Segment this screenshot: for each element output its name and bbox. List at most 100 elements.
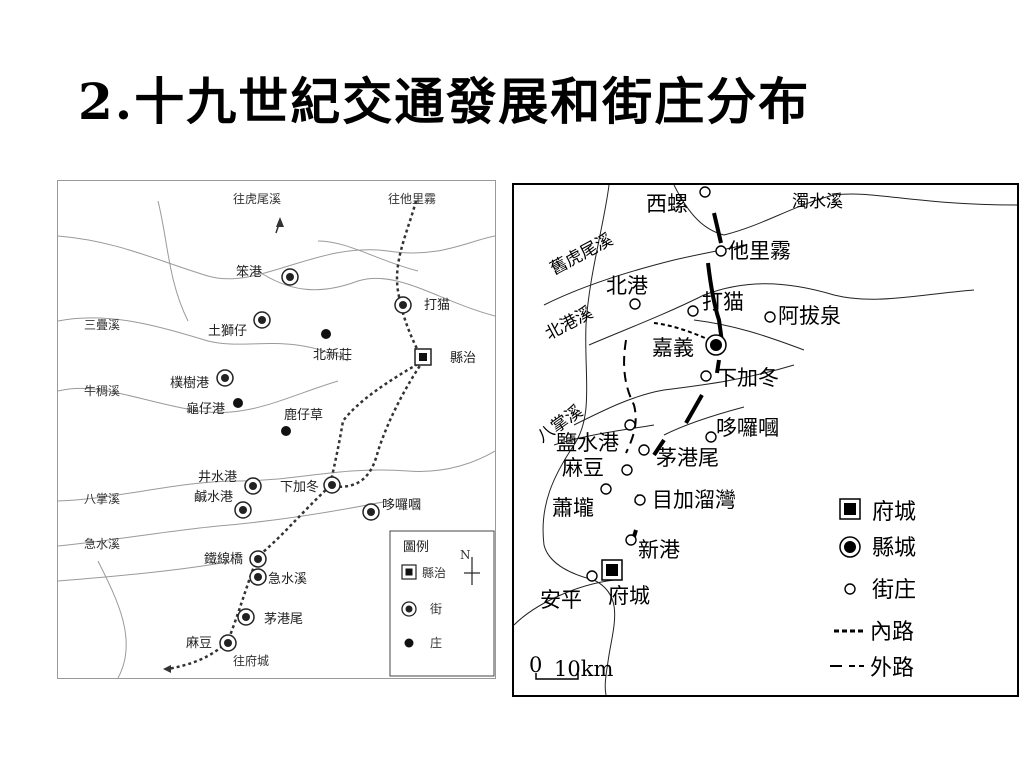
left-place-jishuixi: 急水溪 <box>268 572 307 587</box>
left-village-markers <box>233 329 331 436</box>
left-roads <box>167 200 425 671</box>
left-legend: 圖例 縣治 街 庄 N <box>389 530 495 677</box>
right-place-abaquan: 阿拔泉 <box>778 304 841 328</box>
left-place-benggang: 笨港 <box>236 264 262 280</box>
street-marker-icon <box>281 268 299 286</box>
right-rivers <box>514 185 1017 695</box>
left-legend-north: N <box>460 548 471 562</box>
right-place-duoluoguo: 哆囉嘓 <box>716 416 779 440</box>
left-street-markers <box>216 268 412 652</box>
street-circle-icon <box>705 431 717 443</box>
street-marker-icon <box>249 550 267 568</box>
village-dot-icon <box>281 426 291 436</box>
left-place-dagou: 打猫 <box>424 298 450 313</box>
right-scale-distance: 10km <box>554 657 613 681</box>
street-circle-icon <box>629 298 641 310</box>
street-circle-icon <box>625 534 637 546</box>
left-arrowhead-north <box>276 217 284 227</box>
right-legend-inner-road: 內路 <box>870 620 914 645</box>
left-place-tukutsai: 土獅仔 <box>208 324 247 339</box>
right-place-talilu: 他里霧 <box>728 239 791 263</box>
left-rivers <box>58 200 495 678</box>
left-legend-village: 庄 <box>430 635 442 650</box>
left-place-maoganwei: 茅港尾 <box>264 612 303 627</box>
left-county-seat-marker <box>414 348 432 366</box>
left-river-sandiexi: 三疊溪 <box>84 318 120 332</box>
street-marker-icon <box>216 369 234 387</box>
street-marker-icon <box>249 568 267 586</box>
village-dot-icon <box>233 398 243 408</box>
street-circle-icon <box>586 570 598 582</box>
right-place-jiayi: 嘉義 <box>652 336 694 360</box>
right-scale-zero: 0 <box>529 653 542 677</box>
left-river-jishuixi: 急水溪 <box>84 536 120 551</box>
left-legend-county-seat: 縣治 <box>422 566 446 580</box>
street-marker-icon <box>219 634 237 652</box>
right-place-xiluo: 西螺 <box>646 192 688 216</box>
right-river-jiuhuweixi: 舊虎尾溪 <box>547 230 616 280</box>
left-place-duoluoguo: 哆囉嘓 <box>382 498 421 513</box>
right-place-beigang: 北港 <box>606 274 648 298</box>
street-marker-icon <box>244 477 262 495</box>
right-legend-prefecture: 府城 <box>872 500 916 525</box>
slide-title: 2.十九世紀交通發展和街庄分布 <box>78 72 811 131</box>
street-circle-icon <box>638 444 650 456</box>
street-marker-icon <box>323 476 341 494</box>
street-marker-icon <box>253 311 271 329</box>
left-place-xiajiadong: 下加冬 <box>280 479 319 495</box>
village-dot-icon <box>321 329 331 339</box>
left-place-tiexianqiao: 鐵線橋 <box>204 551 243 567</box>
right-street-markers <box>586 186 776 582</box>
legend-street-village-icon <box>844 583 856 595</box>
street-circle-icon <box>715 245 727 257</box>
left-place-guizaigang: 龜仔港 <box>186 402 225 417</box>
right-map-canvas: 濁水溪 舊虎尾溪 北港溪 八掌溪 西螺 他里霧 北港 打猫 阿拔泉 嘉義 下加冬… <box>514 185 1017 695</box>
left-place-maoshugang: 樸樹港 <box>170 376 209 391</box>
right-river-zhuoshuixi: 濁水溪 <box>792 192 843 212</box>
street-marker-icon <box>237 608 255 626</box>
left-place-jingshuigang: 井水港 <box>198 470 237 485</box>
right-roads <box>630 212 724 544</box>
street-circle-icon <box>700 370 712 382</box>
left-map-canvas: 往虎尾溪 往他里霧 往府城 三疊溪 牛稠溪 八掌溪 急水溪 笨港 土獅仔 北新莊… <box>58 191 495 678</box>
right-legend-county: 縣城 <box>872 536 916 561</box>
left-arrowhead-south <box>163 665 171 673</box>
left-place-madou: 麻豆 <box>186 636 212 651</box>
right-place-yanshuigang: 鹽水港 <box>556 431 619 455</box>
right-place-maoganwei: 茅港尾 <box>656 446 719 470</box>
left-label-to-huweixi: 往虎尾溪 <box>233 191 281 206</box>
right-place-xingang: 新港 <box>638 538 680 562</box>
right-river-beigangxi: 北港溪 <box>542 303 596 345</box>
right-outer-road-segment <box>623 339 637 454</box>
right-place-xiaolong: 蕭壠 <box>552 496 594 520</box>
right-place-anping: 安平 <box>540 588 582 612</box>
left-legend-street: 街 <box>430 602 442 616</box>
right-place-madou: 麻豆 <box>562 456 604 480</box>
street-circle-icon <box>621 464 633 476</box>
street-marker-icon <box>362 503 380 521</box>
left-place-xianshuigang: 鹹水港 <box>194 489 233 505</box>
right-county-city-marker <box>705 334 727 356</box>
left-place-beixinzhuang: 北新莊 <box>313 347 352 363</box>
left-label-to-talilu: 往他里霧 <box>388 191 436 206</box>
left-map: 往虎尾溪 往他里霧 往府城 三疊溪 牛稠溪 八掌溪 急水溪 笨港 土獅仔 北新莊… <box>57 180 496 679</box>
left-place-xianzhi: 縣治 <box>450 351 476 366</box>
street-circle-icon <box>699 186 711 198</box>
left-legend-title: 圖例 <box>403 540 429 555</box>
street-circle-icon <box>624 419 636 431</box>
left-river-niuchouxi: 牛稠溪 <box>84 383 120 398</box>
right-place-damao: 打猫 <box>702 290 744 314</box>
street-circle-icon <box>764 311 776 323</box>
left-place-luzaicao: 鹿仔草 <box>284 407 323 423</box>
right-place-fucheng: 府城 <box>608 584 650 608</box>
street-marker-icon <box>234 501 252 519</box>
legend-village-icon <box>404 638 414 648</box>
left-river-bazhangxi: 八掌溪 <box>84 492 120 506</box>
street-marker-icon <box>394 296 412 314</box>
street-circle-icon <box>600 483 612 495</box>
right-place-xiajiadong: 下加冬 <box>716 366 779 390</box>
right-legend-street-village: 街庄 <box>872 578 916 603</box>
street-circle-icon <box>687 305 699 317</box>
right-map: 濁水溪 舊虎尾溪 北港溪 八掌溪 西螺 他里霧 北港 打猫 阿拔泉 嘉義 下加冬… <box>512 183 1019 697</box>
right-legend-outer-road: 外路 <box>870 656 914 681</box>
